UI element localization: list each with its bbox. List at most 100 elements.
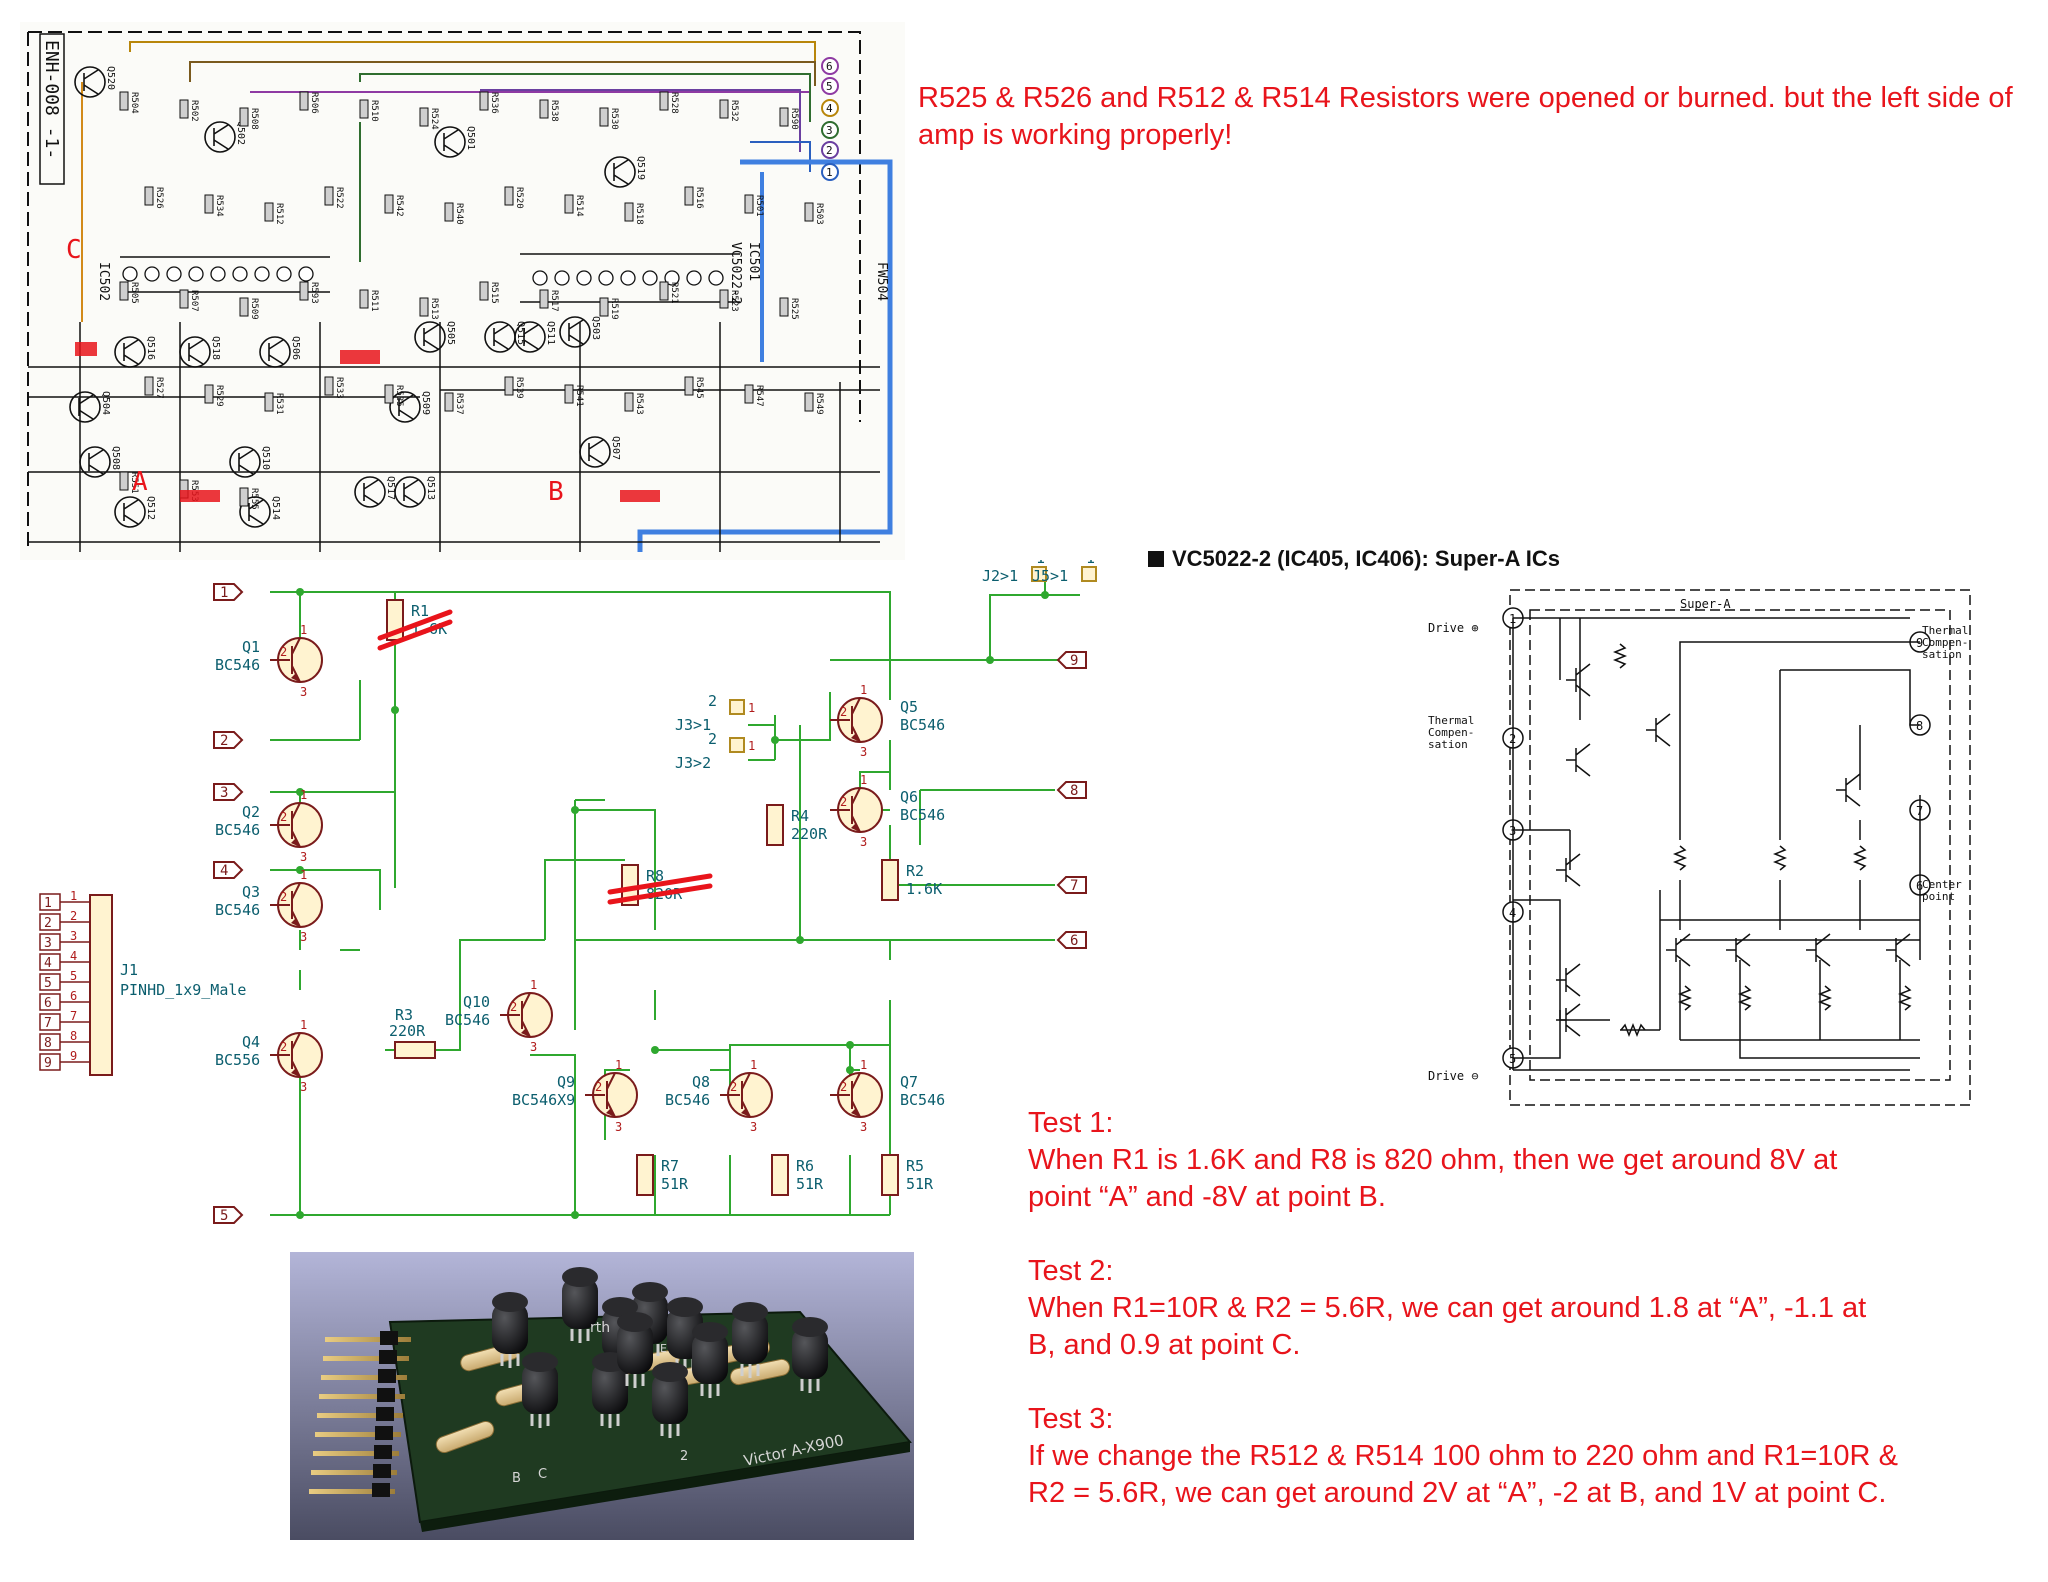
orig-resistor: R538: [539, 99, 559, 122]
orig-resistor-label: R522: [334, 187, 344, 209]
orig-transistor: Q513: [394, 476, 436, 508]
silk-c: C: [538, 1467, 547, 1482]
resistor-ref: R3: [395, 1006, 413, 1024]
port-1: 1: [213, 583, 244, 601]
pin-num: 1: [615, 1058, 622, 1072]
header-pin-num: 4: [70, 949, 77, 963]
orig-resistor-label: R531: [274, 393, 284, 415]
point-b: B: [548, 477, 564, 507]
transistor-ref: Q6: [900, 788, 918, 806]
pcb-transistor: [732, 1302, 768, 1378]
orig-transistor-label: Q518: [210, 336, 221, 360]
orig-transistor-label: Q516: [145, 336, 156, 360]
pin-num: 1: [750, 1058, 757, 1072]
doc-code: ENH-008 -1-: [41, 40, 62, 159]
pin-num: 1: [860, 683, 867, 697]
orig-resistor: R508: [239, 107, 259, 130]
orig-resistor-label: R534: [214, 195, 224, 217]
ds-transistor: [1646, 713, 1671, 747]
port-label: 7: [1070, 878, 1078, 894]
jumper-pin: 2: [708, 730, 717, 748]
transistor-value: BC546X9: [512, 1091, 575, 1109]
transistor-ref: Q10: [463, 993, 490, 1011]
orig-resistor-label: R506: [309, 92, 319, 114]
ds-transistor: [1666, 933, 1691, 967]
ic-pin: [532, 270, 548, 286]
port-3: 3: [213, 783, 244, 801]
orig-resistor-label: R538: [549, 100, 559, 122]
jumper-pin: 1: [748, 739, 755, 753]
header-pin-1: 1: [44, 896, 52, 911]
orig-transistor: Q501: [434, 126, 476, 158]
jumper-label: J5>1: [1032, 567, 1068, 585]
orig-resistor-label: R530: [609, 108, 619, 130]
orig-resistor: R521: [659, 281, 679, 304]
thermal-left-3: sation: [1428, 738, 1468, 751]
header-ref: J1: [120, 961, 138, 979]
pcb-transistor: [522, 1352, 558, 1428]
ic-pin: [642, 270, 658, 286]
orig-transistor: Q515: [484, 321, 526, 353]
jumper-label: J3>1: [675, 716, 711, 734]
orig-resistor: R540: [444, 202, 464, 225]
pcb-transistor: [562, 1267, 598, 1343]
datasheet-panel: VC5022-2 (IC405, IC406): Super-A ICs Sup…: [1140, 540, 2020, 1130]
pcb-transistor: [692, 1322, 728, 1398]
pcb-transistor: [792, 1317, 828, 1393]
orig-transistor: Q508: [79, 446, 121, 478]
transistor-ref: Q7: [900, 1073, 918, 1091]
header-pin: [323, 1356, 409, 1361]
orig-resistor-label: R501: [754, 195, 764, 217]
burned-mark: [340, 350, 380, 364]
transistor-ref: Q9: [557, 1073, 575, 1091]
resistor-ref: R6: [796, 1157, 814, 1175]
transistor-value: BC556: [215, 1051, 260, 1069]
orig-resistor-label: R502: [189, 100, 199, 122]
ds-transistor: [1566, 663, 1591, 697]
orig-resistor-label: R523: [729, 290, 739, 312]
pin-num: 1: [860, 773, 867, 787]
ic-pin: [598, 270, 614, 286]
orig-transistor-label: Q511: [545, 321, 556, 345]
orig-resistor-label: R593: [309, 282, 319, 304]
orig-resistor-label: R503: [814, 203, 824, 225]
orig-resistor: R547: [744, 384, 764, 407]
orig-transistor-label: Q512: [145, 496, 156, 520]
orig-resistor: R593: [299, 281, 319, 304]
header-pin: [325, 1337, 411, 1342]
orig-resistor-label: R513: [429, 298, 439, 320]
orig-resistor: R533: [324, 376, 344, 399]
strike-marks: [377, 609, 713, 905]
fw-label: FW504: [874, 262, 889, 301]
orig-transistor: Q505: [414, 321, 456, 353]
header-housing: [375, 1426, 393, 1440]
ic-pin: [210, 266, 226, 282]
orig-resistor: R532: [719, 99, 739, 122]
orig-resistor-label: R529: [214, 385, 224, 407]
orig-resistor: R524: [419, 107, 439, 130]
header-housing: [377, 1388, 395, 1402]
header-housing: [374, 1445, 392, 1459]
orig-resistor-label: R510: [369, 100, 379, 122]
ds-resistor: [1620, 1022, 1646, 1038]
datasheet-heading: VC5022-2 (IC405, IC406): Super-A ICs: [1148, 546, 1560, 572]
header-pin-num: 7: [70, 1009, 77, 1023]
conn-pin-1: 1: [826, 166, 833, 179]
orig-resistor-label: R507: [189, 290, 199, 312]
orig-resistor: R509: [239, 297, 259, 320]
orig-resistor: R539: [504, 376, 524, 399]
port-label: 9: [1070, 653, 1078, 669]
orig-resistor-label: R520: [514, 187, 524, 209]
transistor-value: BC546: [665, 1091, 710, 1109]
resistor-value: 220R: [791, 825, 828, 843]
transistor-value: BC546: [215, 901, 260, 919]
orig-resistor-label: R540: [454, 203, 464, 225]
header-pin: [315, 1432, 401, 1437]
orig-resistor-label: R509: [249, 298, 259, 320]
